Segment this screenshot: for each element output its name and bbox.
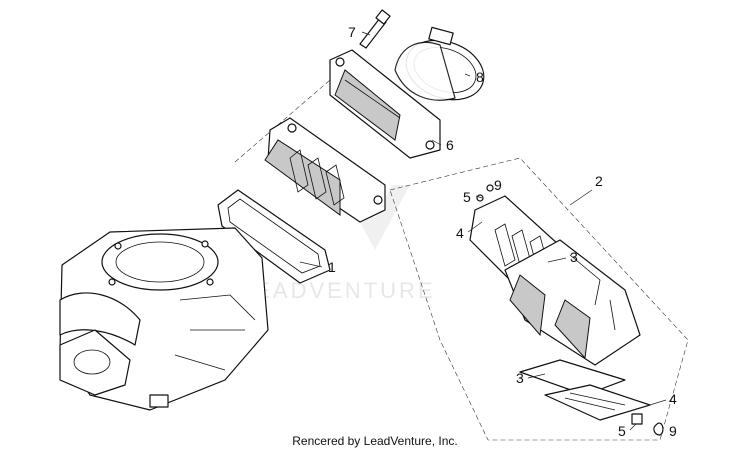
callout-5-lower: 5 <box>618 423 626 439</box>
callout-4-upper: 4 <box>456 225 464 241</box>
intake-housing-part <box>329 49 441 159</box>
clamp-part <box>394 26 485 101</box>
callout-9-upper: 9 <box>494 177 502 193</box>
callout-6: 6 <box>446 137 454 153</box>
reed-block-part <box>264 117 386 223</box>
callout-5-upper: 5 <box>463 189 471 205</box>
callout-9-lower: 9 <box>669 423 677 439</box>
bolt-part <box>359 9 391 49</box>
callout-3-upper: 3 <box>570 249 578 265</box>
callout-4-lower: 4 <box>669 391 677 407</box>
reed-assembly-outline <box>389 157 689 441</box>
callouts: 1 2 3 3 4 4 5 5 6 7 8 9 9 <box>328 24 677 439</box>
callout-8: 8 <box>476 69 484 85</box>
callout-1: 1 <box>328 259 336 275</box>
leader-lines <box>299 31 667 431</box>
reed-petal-lower <box>519 359 651 421</box>
screws <box>476 184 664 436</box>
cylinder-part <box>59 227 269 411</box>
gasket-part <box>217 189 331 284</box>
callout-3-lower: 3 <box>516 370 524 386</box>
callout-2: 2 <box>595 173 603 189</box>
watermark-text: LEADVENTURE <box>240 278 436 303</box>
reed-cage-part <box>504 239 641 366</box>
callout-7: 7 <box>348 24 356 40</box>
render-credit: Rencered by LeadVenture, Inc. <box>292 434 458 448</box>
